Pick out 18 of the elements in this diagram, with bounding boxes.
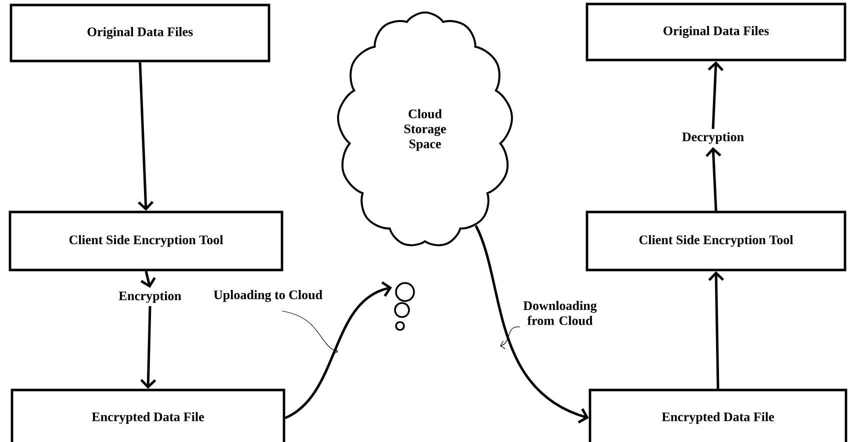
process-box: Encrypted Data File — [10, 388, 286, 442]
process-box: Client Side Encryption Tool — [586, 210, 846, 272]
arrow — [708, 271, 724, 389]
edge-label: Downloading from Cloud — [512, 300, 608, 326]
process-box: Client Side Encryption Tool — [8, 210, 284, 272]
process-box: Encrypted Data File — [588, 388, 848, 442]
step-label: Decryption — [682, 132, 744, 144]
process-box: Original Data Files — [586, 2, 846, 62]
arrow — [474, 225, 589, 424]
arrow — [284, 281, 392, 420]
edge-label: Uploading to Cloud — [212, 289, 324, 303]
arrow — [140, 306, 156, 389]
step-label: Encryption — [118, 291, 182, 303]
arrow — [140, 270, 156, 288]
arrow — [708, 61, 724, 129]
arrow — [138, 62, 154, 211]
process-box: Original Data Files — [10, 4, 270, 62]
arrow — [706, 147, 722, 211]
